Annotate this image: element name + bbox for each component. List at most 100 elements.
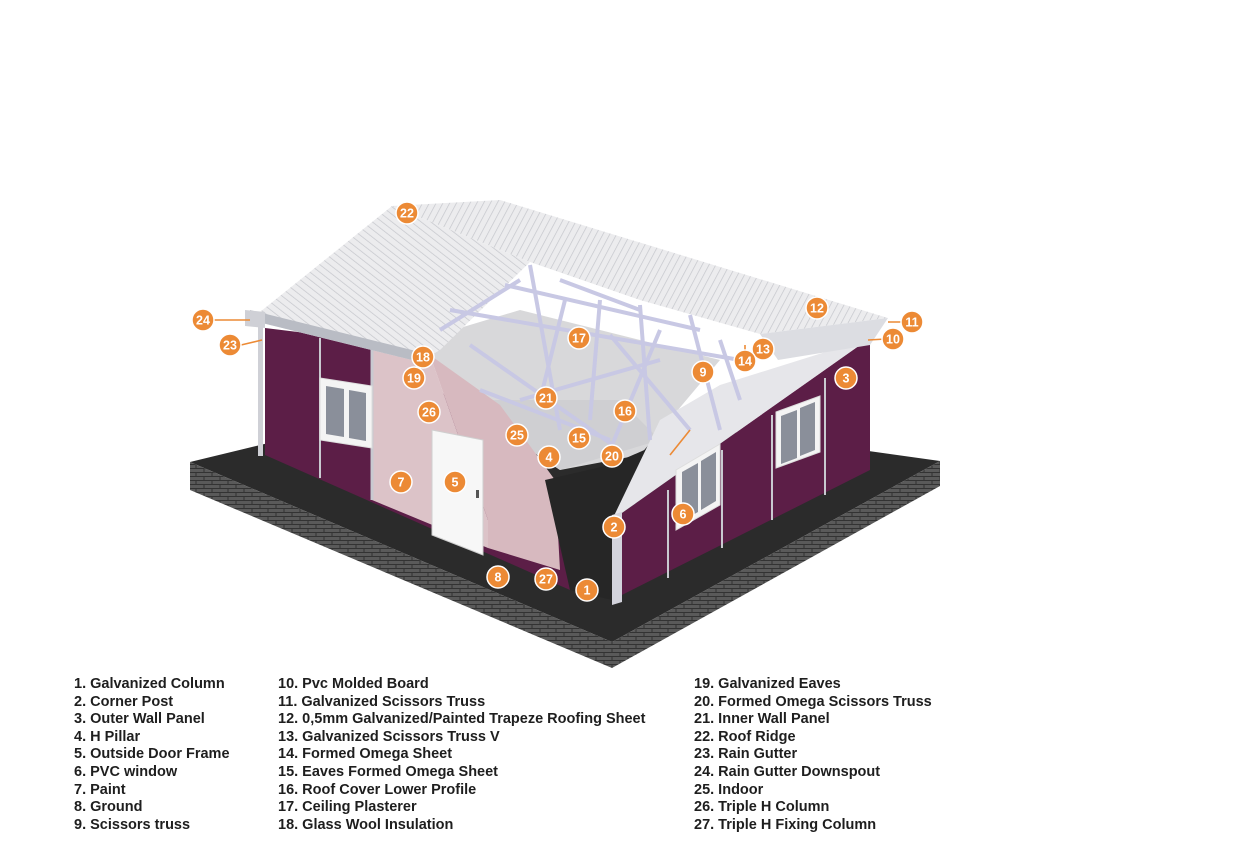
legend-item: 8. Ground	[74, 799, 143, 816]
marker-circle	[751, 337, 775, 361]
marker-27: 27	[534, 567, 558, 591]
legend-item: 11. Galvanized Scissors Truss	[278, 693, 486, 710]
marker-circle	[671, 502, 695, 526]
marker-18: 18	[411, 345, 435, 369]
markers-layer: 1234567891011121314151617181920212223242…	[191, 201, 924, 602]
legend-item: 17. Ceiling Plasterer	[278, 799, 417, 816]
marker-circle	[602, 515, 626, 539]
marker-circle	[402, 366, 426, 390]
roof-left-slope	[250, 206, 530, 362]
legend-item: 9. Scissors truss	[74, 816, 191, 833]
marker-circle	[389, 470, 413, 494]
legend-item: 2. Corner Post	[74, 693, 174, 710]
roof-left-edge	[250, 310, 420, 362]
marker-label: 7	[398, 476, 405, 490]
marker-label: 10	[886, 333, 900, 347]
marker-circle	[733, 349, 757, 373]
marker-label: 24	[196, 314, 210, 328]
marker-label: 2	[611, 521, 618, 535]
legend-item: 23. Rain Gutter	[694, 746, 798, 763]
marker-circle	[534, 567, 558, 591]
marker-label: 19	[407, 372, 421, 386]
legend-item: 20. Formed Omega Scissors Truss	[694, 693, 932, 710]
marker-6: 6	[671, 502, 695, 526]
marker-label: 8	[495, 571, 502, 585]
marker-circle	[537, 445, 561, 469]
legend-item: 12. 0,5mm Galvanized/Painted Trapeze Roo…	[278, 711, 646, 728]
marker-circle	[567, 326, 591, 350]
marker-circle	[567, 426, 591, 450]
marker-16: 16	[613, 399, 637, 423]
marker-circle	[218, 333, 242, 357]
marker-7: 7	[389, 470, 413, 494]
pvc-molded-board	[760, 318, 888, 360]
marker-label: 18	[416, 351, 430, 365]
marker-1: 1	[575, 578, 599, 602]
marker-25: 25	[505, 423, 529, 447]
marker-15: 15	[567, 426, 591, 450]
rain-gutter	[245, 310, 265, 456]
marker-circle	[411, 345, 435, 369]
marker-label: 17	[572, 332, 586, 346]
marker-label: 23	[223, 339, 237, 353]
legend-item: 5. Outside Door Frame	[74, 746, 230, 763]
marker-circle	[691, 360, 715, 384]
marker-circle	[575, 578, 599, 602]
marker-circle	[613, 399, 637, 423]
marker-12: 12	[805, 296, 829, 320]
legend-item: 1. Galvanized Column	[74, 676, 225, 692]
marker-circle	[900, 310, 924, 334]
legend-item: 26. Triple H Column	[694, 799, 830, 816]
marker-label: 6	[680, 508, 687, 522]
legend-item: 25. Indoor	[694, 781, 764, 798]
marker-label: 27	[539, 573, 553, 587]
marker-label: 15	[572, 432, 586, 446]
marker-circle	[486, 565, 510, 589]
marker-circle	[443, 470, 467, 494]
marker-5: 5	[443, 470, 467, 494]
legend-item: 6. PVC window	[74, 763, 178, 780]
marker-circle	[881, 327, 905, 351]
legend-item: 7. Paint	[74, 781, 126, 798]
marker-label: 1	[584, 584, 591, 598]
marker-4: 4	[537, 445, 561, 469]
marker-circle	[805, 296, 829, 320]
marker-26: 26	[417, 400, 441, 424]
marker-2: 2	[602, 515, 626, 539]
roof-right-slope	[392, 200, 888, 334]
marker-13: 13	[751, 337, 775, 361]
marker-21: 21	[534, 386, 558, 410]
marker-label: 16	[618, 405, 632, 419]
marker-22: 22	[395, 201, 419, 225]
marker-9: 9	[691, 360, 715, 384]
marker-circle	[417, 400, 441, 424]
legend-item: 10. Pvc Molded Board	[278, 676, 429, 692]
marker-24: 24	[191, 308, 215, 332]
marker-label: 3	[843, 372, 850, 386]
marker-label: 9	[700, 366, 707, 380]
marker-14: 14	[733, 349, 757, 373]
marker-label: 11	[905, 316, 918, 330]
marker-label: 13	[756, 343, 770, 357]
marker-circle	[505, 423, 529, 447]
legend-item: 18. Glass Wool Insulation	[278, 816, 454, 833]
legend-item: 24. Rain Gutter Downspout	[694, 763, 881, 780]
legend-item: 14. Formed Omega Sheet	[278, 746, 453, 763]
marker-circle	[395, 201, 419, 225]
legend-item: 15. Eaves Formed Omega Sheet	[278, 763, 499, 780]
marker-label: 5	[452, 476, 459, 490]
legend-item: 19. Galvanized Eaves	[694, 676, 841, 692]
legend-item: 21. Inner Wall Panel	[694, 711, 830, 728]
legend-item: 4. H Pillar	[74, 728, 141, 745]
marker-10: 10	[881, 327, 905, 351]
marker-8: 8	[486, 565, 510, 589]
legend-item: 3. Outer Wall Panel	[74, 711, 205, 728]
marker-23: 23	[218, 333, 242, 357]
legend-item: 13. Galvanized Scissors Truss V	[278, 728, 500, 745]
marker-17: 17	[567, 326, 591, 350]
pvc-window-left	[319, 377, 373, 449]
legend-item: 27. Triple H Fixing Column	[694, 816, 877, 833]
marker-3: 3	[834, 366, 858, 390]
